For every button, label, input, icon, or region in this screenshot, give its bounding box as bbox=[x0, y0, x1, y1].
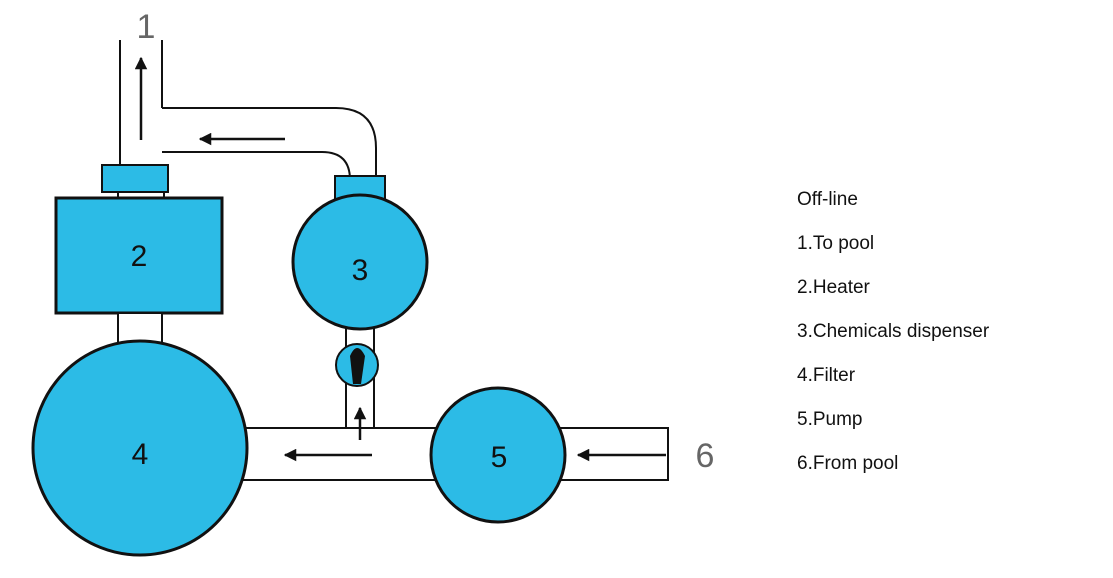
legend-item-to-pool: 1.To pool bbox=[797, 233, 875, 254]
legend-item-heater: 2.Heater bbox=[797, 277, 870, 298]
legend-title: Off-line bbox=[797, 189, 858, 210]
label-pump: 5 bbox=[491, 441, 508, 474]
label-to-pool: 1 bbox=[137, 8, 156, 46]
legend-item-pump: 5.Pump bbox=[797, 409, 863, 430]
legend-item-filter: 4.Filter bbox=[797, 365, 856, 386]
flow-arrows bbox=[134, 56, 666, 462]
filter bbox=[31, 339, 249, 557]
outlet-pipe-to-pool bbox=[119, 40, 377, 181]
legend-item-from-pool: 6.From pool bbox=[797, 453, 899, 474]
legend: Off-line 1.To pool 2.Heater 3.Chemicals … bbox=[797, 186, 1097, 494]
check-valve-flap-icon bbox=[350, 348, 365, 384]
label-from-pool: 6 bbox=[696, 437, 715, 475]
label-chemicals-dispenser: 3 bbox=[352, 254, 369, 287]
legend-item-chemicals-dispenser: 3.Chemicals dispenser bbox=[797, 321, 990, 342]
label-heater: 2 bbox=[131, 240, 148, 273]
pump bbox=[429, 386, 567, 524]
heater-top-cap bbox=[101, 164, 169, 193]
heater-box bbox=[54, 196, 224, 315]
label-filter: 4 bbox=[132, 438, 149, 471]
chemicals-dispenser bbox=[291, 193, 429, 331]
